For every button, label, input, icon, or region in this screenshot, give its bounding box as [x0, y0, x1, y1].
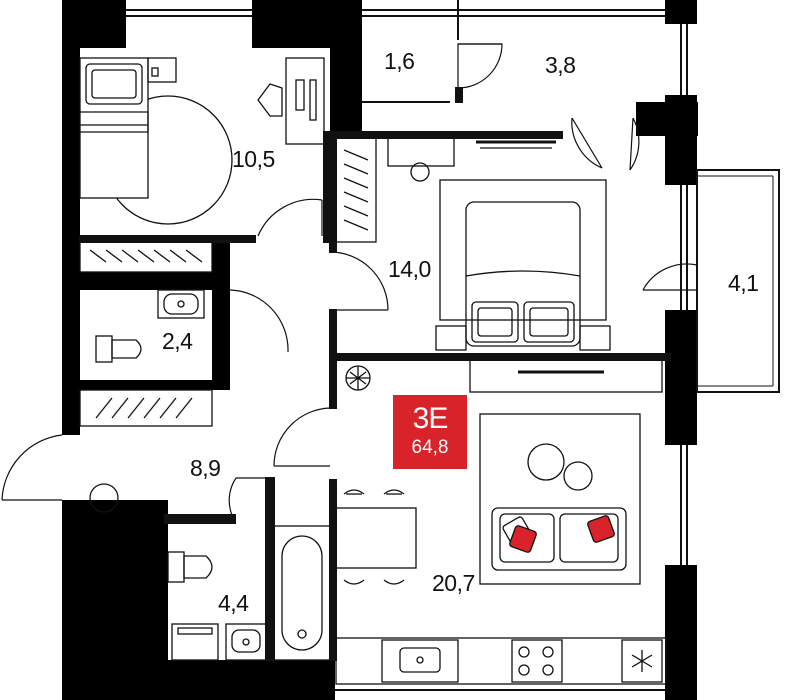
room-area-bathroom-small: 2,4 — [162, 328, 193, 354]
desk — [257, 57, 325, 145]
kitchen-counter — [335, 637, 667, 685]
room-area-hall: 8,9 — [190, 455, 221, 481]
wardrobe-left — [79, 241, 213, 273]
partitions — [79, 0, 688, 691]
toilet-small — [95, 335, 142, 363]
single-bed — [79, 57, 233, 225]
tv-living — [469, 359, 663, 393]
bedside-tables — [435, 325, 611, 351]
sink-small — [157, 289, 205, 319]
room-area-balcony: 4,1 — [728, 270, 759, 296]
dining-table — [335, 489, 417, 585]
toilet — [167, 551, 213, 583]
double-bed — [439, 179, 607, 347]
room-area-storage: 1,6 — [384, 48, 415, 74]
room-area-bedroom-small: 10,5 — [232, 146, 275, 172]
bathtub — [273, 525, 331, 661]
sofa — [491, 507, 627, 571]
room-area-dressing: 3,8 — [545, 52, 576, 78]
sink — [225, 623, 267, 661]
apartment-total-area: 64,8 — [411, 437, 449, 458]
balcony — [696, 169, 780, 393]
washing-machine — [171, 623, 219, 661]
nightstand — [147, 57, 177, 83]
carpet — [479, 413, 641, 585]
room-area-living-kitchen: 20,7 — [432, 570, 475, 596]
room-area-bedroom-master: 14,0 — [388, 256, 431, 282]
doors — [1, 43, 698, 516]
wardrobe-hall — [79, 389, 213, 427]
tv-bedroom — [476, 140, 556, 149]
coffee-table — [527, 443, 593, 491]
walls — [62, 0, 698, 700]
apartment-badge: 3Е 64,8 — [393, 395, 467, 469]
room-area-bathroom: 4,4 — [218, 590, 249, 616]
plant — [345, 365, 371, 391]
round-pouf — [89, 483, 119, 513]
apartment-type-code: 3Е — [412, 402, 449, 435]
vanity — [387, 137, 455, 182]
wardrobe-master — [335, 137, 377, 243]
